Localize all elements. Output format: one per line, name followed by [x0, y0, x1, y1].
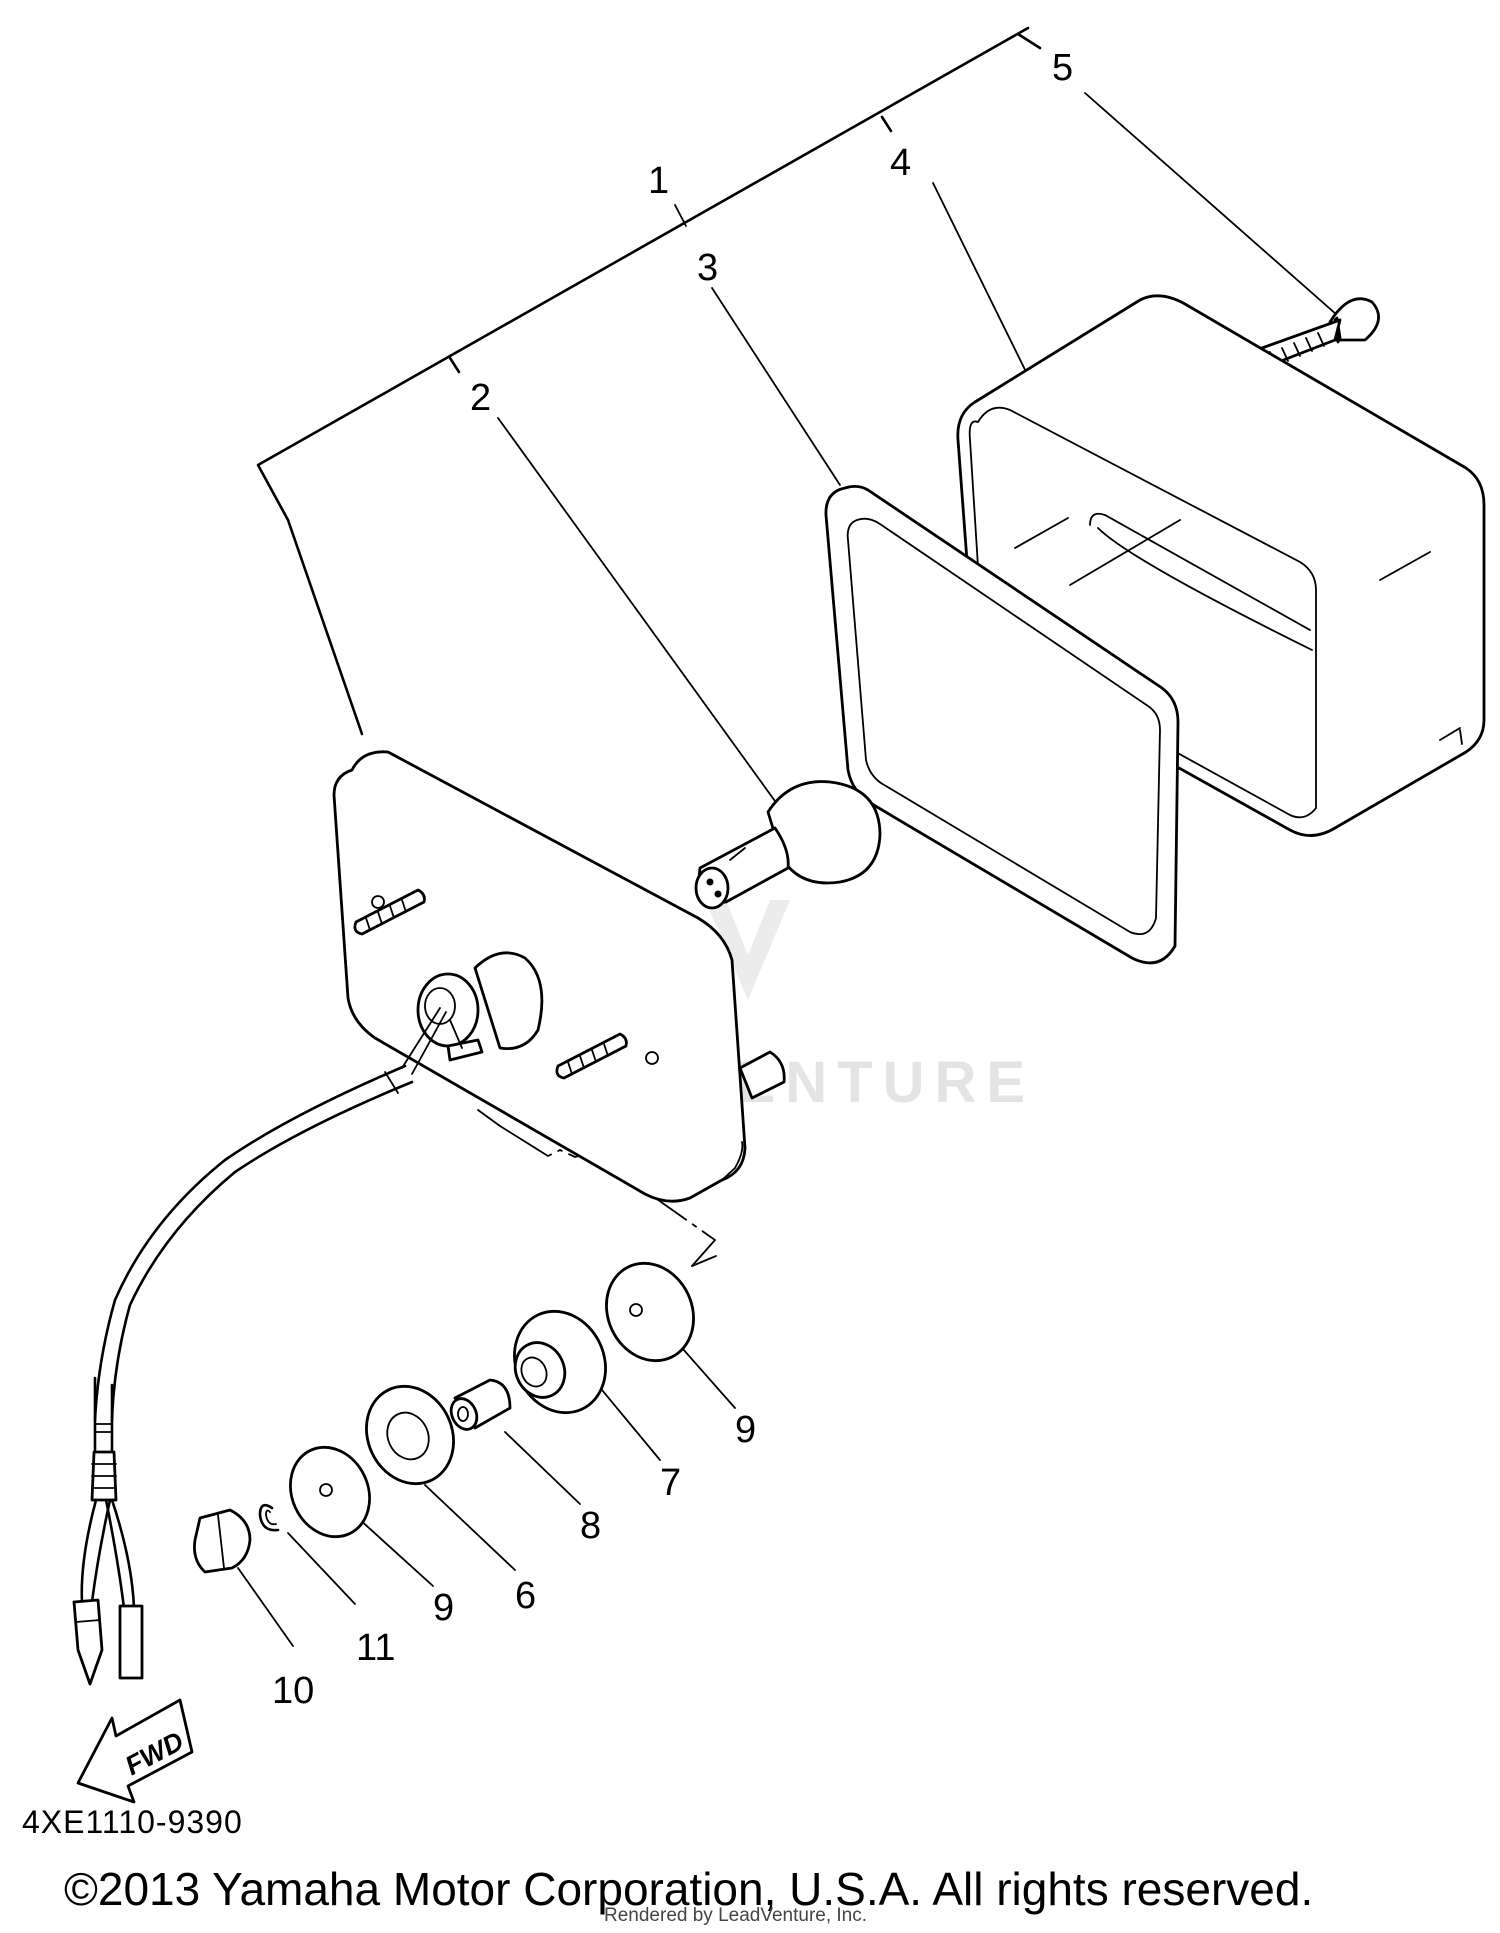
leader-1 [674, 204, 687, 227]
callout-4: 4 [890, 142, 911, 184]
assembly-bracket [256, 26, 1042, 736]
lock-washer-part-11 [258, 1503, 280, 1532]
fwd-arrow-icon: FWD [76, 1698, 194, 1804]
callout-10: 10 [272, 1670, 314, 1712]
callout-labels: 1 2 3 4 5 6 7 8 9 9 10 11 [272, 47, 1073, 1712]
callout-9-top: 9 [735, 1409, 756, 1451]
wiring-harness [72, 1007, 463, 1686]
callout-7: 7 [660, 1462, 681, 1504]
bulb-part-2 [694, 780, 882, 910]
gasket-part-3 [824, 485, 1180, 965]
callout-11: 11 [356, 1627, 395, 1669]
leader-3 [711, 287, 841, 486]
leader-6 [424, 1484, 516, 1571]
leader-5 [1084, 92, 1346, 323]
diagram-code: 4XE1110-9390 [22, 1804, 243, 1840]
callout-5: 5 [1052, 47, 1073, 89]
leader-4 [932, 182, 1036, 391]
callout-9-bottom: 9 [433, 1587, 454, 1629]
washer-part-9-bottom [289, 1445, 371, 1539]
rendered-by-notice: Rendered by LeadVenture, Inc. [604, 1905, 868, 1926]
grommet-part-7 [513, 1309, 607, 1415]
base-plate [332, 750, 786, 1203]
copyright-notice: ©2013 Yamaha Motor Corporation, U.S.A. A… [64, 1863, 1314, 1915]
callout-8: 8 [580, 1505, 601, 1547]
leader-9b [357, 1517, 434, 1587]
nut-part-10 [193, 1508, 252, 1574]
callout-1: 1 [648, 160, 669, 202]
hardware-bracket [477, 1109, 717, 1267]
collar-part-8 [449, 1378, 512, 1431]
grommet-part-6 [365, 1384, 455, 1486]
leader-2 [497, 417, 781, 809]
callout-2: 2 [470, 377, 491, 419]
leader-10 [237, 1567, 294, 1647]
washer-part-9-top [605, 1261, 695, 1363]
callout-3: 3 [697, 247, 718, 289]
screw-part-5 [1258, 297, 1380, 368]
leader-11 [287, 1532, 356, 1605]
leader-8 [504, 1431, 581, 1505]
leader-9a [674, 1339, 736, 1409]
leader-7 [601, 1389, 661, 1461]
callout-6: 6 [515, 1575, 536, 1617]
